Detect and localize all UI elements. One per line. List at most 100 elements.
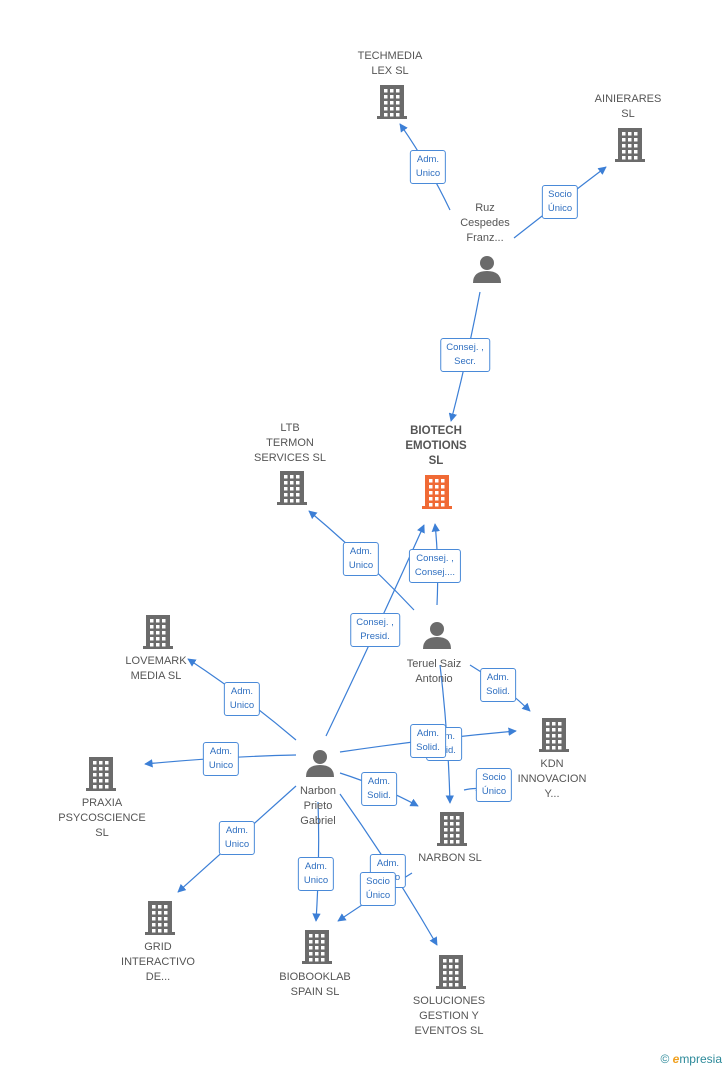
node-label-line: Narbon — [299, 785, 337, 797]
building-icon[interactable] — [436, 955, 466, 989]
node-label-ainierares[interactable]: AINIERARES SL — [595, 92, 662, 122]
node-label-line: DE... — [145, 971, 171, 983]
edge-label[interactable]: Adm. Solid. — [480, 668, 516, 702]
node-label-line: SL — [621, 108, 635, 120]
node-label-line: TECHMEDIA — [357, 50, 423, 62]
node-label-grid[interactable]: GRID INTERACTIVO DE... — [121, 940, 195, 985]
building-icon[interactable] — [615, 128, 645, 162]
node-label-line: SOLUCIONES — [412, 995, 486, 1007]
edge-label-line: Adm. — [230, 686, 254, 697]
edge-label[interactable]: Adm.Unico — [342, 542, 380, 576]
node-label-line: MEDIA SL — [130, 670, 182, 682]
edge-label-line: Adm. — [486, 672, 510, 683]
node-label-line: BIOTECH — [410, 425, 462, 437]
node-label-narbon_sl[interactable]: NARBON SL — [418, 851, 482, 866]
edge-label-line: Adm. — [349, 546, 373, 557]
node-label-line: LTB — [280, 422, 300, 434]
edge-label-line: Consej. , — [446, 342, 484, 353]
edge-label-line: Único — [547, 203, 573, 214]
edge-label-line: Socio — [482, 772, 506, 783]
node-label-biobooklab[interactable]: BIOBOOKLAB SPAIN SL — [279, 970, 351, 1000]
node-label-techmedia[interactable]: TECHMEDIA LEX SL — [358, 49, 423, 79]
node-label-line: Teruel Saiz — [406, 658, 462, 670]
edge-label-line: Solid. — [486, 686, 510, 697]
edge-label-line: Consej. , — [356, 617, 394, 628]
edge-label-line: Adm. — [304, 861, 328, 872]
edge-label[interactable]: Adm. Solid. — [410, 724, 446, 758]
node-label-line: SL — [95, 827, 109, 839]
edge-label-line: Consej.... — [414, 567, 456, 578]
edge-label-line: Solid. — [416, 742, 440, 753]
edge-label-line: Unico — [415, 168, 441, 179]
building-icon[interactable] — [302, 930, 332, 964]
edge-label-line: Único — [481, 786, 507, 797]
node-label-line: Ruz — [475, 202, 495, 214]
node-label-biotech[interactable]: BIOTECH EMOTIONS SL — [405, 424, 466, 469]
edge-label[interactable]: Adm.Unico — [297, 857, 335, 891]
building-icon[interactable] — [539, 718, 569, 752]
node-label-line: NARBON SL — [418, 852, 482, 864]
building-icon[interactable] — [277, 471, 307, 505]
edge-label[interactable]: Adm.Unico — [223, 682, 261, 716]
person-icon[interactable] — [473, 256, 501, 283]
node-label-line: KDN — [540, 758, 564, 770]
edge-label[interactable]: Consej. , Consej.... — [408, 549, 462, 583]
person-icon[interactable] — [423, 622, 451, 649]
node-label-line: SERVICES SL — [254, 452, 326, 464]
node-label-line: EVENTOS SL — [414, 1025, 484, 1037]
building-icon[interactable] — [86, 757, 116, 791]
node-label-line: PSYCOSCIENCE — [58, 812, 146, 824]
node-label-line: EMOTIONS — [405, 440, 467, 452]
building-icon[interactable] — [143, 615, 173, 649]
edge-label[interactable]: Consej. , Presid. — [350, 613, 400, 647]
node-label-line: Prieto — [303, 800, 333, 812]
node-label-line: Gabriel — [300, 815, 336, 827]
edge-label-line: Adm. — [416, 728, 440, 739]
edge-label-line: Unico — [208, 760, 234, 771]
node-label-line: LEX SL — [371, 65, 409, 77]
edge-label[interactable]: Adm. Unico — [202, 742, 240, 776]
building-icon[interactable] — [422, 475, 452, 509]
person-icon[interactable] — [306, 750, 334, 777]
edge-label-line: Unico — [224, 839, 250, 850]
node-label-line: Cespedes — [460, 217, 510, 229]
edge-label-line: Socio — [548, 189, 572, 200]
node-label-ltb[interactable]: LTB TERMON SERVICES SL — [254, 421, 326, 466]
edge-label-line: Adm. — [209, 746, 233, 757]
edge-label-line: Solid. — [367, 790, 391, 801]
building-icon[interactable] — [145, 901, 175, 935]
building-icon[interactable] — [377, 85, 407, 119]
edge-label[interactable]: Adm. Unico — [409, 150, 447, 184]
node-label-line: PRAXIA — [81, 797, 123, 809]
node-label-line: SPAIN SL — [290, 986, 340, 998]
node-label-line: INTERACTIVO — [121, 956, 195, 968]
edge-label-line: Adm. — [416, 154, 440, 165]
edge-label-line: Presid. — [360, 631, 390, 642]
edge-label-line: Consej. , — [416, 553, 454, 564]
node-label-line: GESTION Y — [419, 1010, 479, 1022]
edge-label[interactable]: Consej. , Secr. — [440, 338, 490, 372]
node-label-praxia[interactable]: PRAXIA PSYCOSCIENCE SL — [58, 796, 145, 841]
node-label-soluciones[interactable]: SOLUCIONES GESTION Y EVENTOS SL — [413, 994, 485, 1039]
node-label-line: SL — [428, 455, 444, 467]
node-label-line: BIOBOOKLAB — [279, 971, 351, 983]
building-icon[interactable] — [437, 812, 467, 846]
edge-label-line: Socio — [366, 876, 390, 887]
node-label-line: AINIERARES — [594, 93, 662, 105]
edge-label-line: Secr. — [454, 356, 476, 367]
brand-logo: © empresia — [660, 1052, 722, 1066]
node-label-line: GRID — [144, 941, 172, 953]
edge-label[interactable]: Adm.Solid. — [361, 772, 397, 806]
edge-label[interactable]: Adm.Unico — [218, 821, 256, 855]
node-label-line: TERMON — [266, 437, 314, 449]
edge-label-line: Único — [365, 890, 391, 901]
